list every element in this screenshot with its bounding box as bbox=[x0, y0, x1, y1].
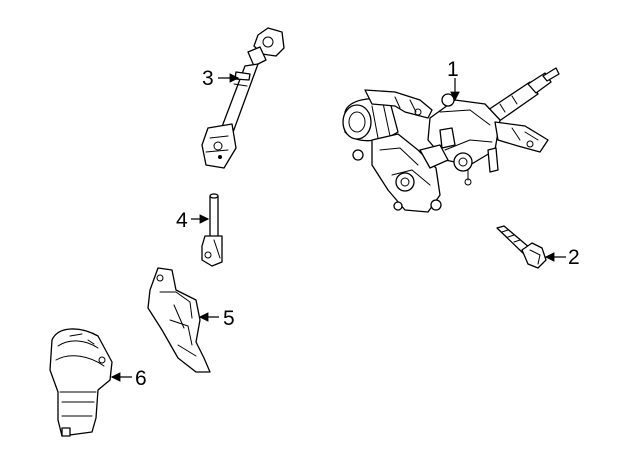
mounting-bolt[interactable] bbox=[496, 225, 547, 269]
lower-shaft[interactable] bbox=[201, 193, 223, 267]
callout-1: 1 bbox=[447, 58, 459, 81]
steering-column-assembly[interactable] bbox=[342, 67, 560, 213]
column-cover[interactable] bbox=[147, 267, 211, 373]
callout-4: 4 bbox=[176, 209, 188, 232]
boot-seal[interactable] bbox=[49, 328, 113, 437]
callout-3: 3 bbox=[202, 67, 214, 90]
callout-5: 5 bbox=[223, 307, 235, 330]
callout-6: 6 bbox=[135, 367, 147, 390]
callout-2: 2 bbox=[568, 246, 580, 269]
intermediate-shaft[interactable] bbox=[201, 27, 285, 169]
